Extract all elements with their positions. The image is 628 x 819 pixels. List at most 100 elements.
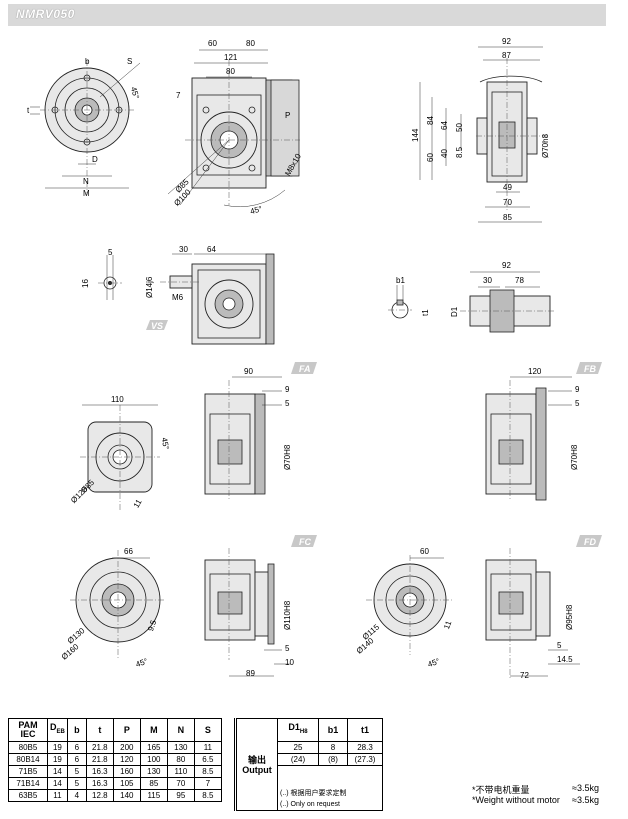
dim-text: 87 <box>502 51 511 60</box>
dim-text: Ø110H8 <box>283 600 292 630</box>
note-cn: (..) 根据用户要求定制 <box>277 788 383 799</box>
dim-text: 45° <box>160 437 171 450</box>
dim-text: 7 <box>176 91 181 100</box>
dim-text: 60 <box>208 39 217 48</box>
dim-text: 5 <box>285 399 290 408</box>
dim-text: 121 <box>224 53 238 62</box>
th-t: t <box>85 718 114 742</box>
note-en: (..) Only on request <box>277 799 383 811</box>
badge-fb <box>576 362 602 374</box>
dim-text: 72 <box>520 671 529 680</box>
dim-text: 90 <box>244 367 253 376</box>
dim-text: 45° <box>129 86 141 100</box>
badge-fa-label: FA <box>299 364 311 374</box>
dim-text: 11 <box>132 497 144 509</box>
vs-view: 30 64 Ø14j6 M6 VS <box>145 245 275 345</box>
fa-view: FA 110 45° Ø85 Ø125 11 90 9 5 Ø70H8 <box>69 362 317 510</box>
dim-text: Ø70H8 <box>570 444 579 470</box>
dim-text: 11 <box>442 619 453 630</box>
weight-note-en: *Weight without motor <box>472 795 560 805</box>
dim-text: t <box>27 106 30 115</box>
th-p: P <box>112 718 141 742</box>
th-b: b <box>66 718 87 742</box>
fc-view: FC 66 Ø130 Ø160 45° 9.5 Ø110H8 5 10 89 <box>60 535 317 678</box>
title-bar: NMRV050 <box>8 4 606 26</box>
dim-text: M6 <box>172 293 184 302</box>
table-row: (24)(8)(27.3) <box>236 753 383 766</box>
dim-text: 85 <box>503 213 512 222</box>
dim-text: 30 <box>483 276 492 285</box>
dim-text: 78 <box>515 276 524 285</box>
dim-text: 70 <box>503 198 512 207</box>
dim-text: P <box>285 111 290 120</box>
dim-text: 144 <box>411 128 420 142</box>
dim-text: Ø160 <box>60 642 81 662</box>
dim-text: D1 <box>450 306 459 317</box>
dim-text: 64 <box>207 245 216 254</box>
badge-fc-label: FC <box>299 537 311 547</box>
dim-text: 92 <box>502 37 511 46</box>
dim-text: 50 <box>455 123 464 132</box>
dim-text: 9 <box>285 385 290 394</box>
badge-fc <box>291 535 317 547</box>
dim-text: 8.5 <box>455 146 464 158</box>
dim-text: 66 <box>124 547 133 556</box>
dim-text: 60 <box>426 153 435 162</box>
badge-fd <box>576 535 602 547</box>
badge-vs-label: VS <box>151 321 163 331</box>
dim-text: 84 <box>426 116 435 125</box>
dim-text: 9 <box>575 385 580 394</box>
dim-text: Ø130 <box>66 626 87 646</box>
th-s: S <box>193 718 222 742</box>
fd-view: FD 60 Ø115 Ø140 45° 11 Ø95H8 5 14.5 72 <box>355 535 602 680</box>
dim-text: 10 <box>285 658 294 667</box>
th-deb: DEB <box>47 718 68 742</box>
dim-text: M <box>83 189 90 198</box>
th-t1: t1 <box>347 718 383 742</box>
dim-text: 5 <box>575 399 580 408</box>
dim-text: 92 <box>502 261 511 270</box>
dim-text: 64 <box>440 121 449 130</box>
dim-text: 5 <box>108 248 113 257</box>
dim-text: 14.5 <box>557 655 573 664</box>
dim-text: 60 <box>420 547 429 556</box>
badge-fb-label: FB <box>584 364 596 374</box>
key-detail: 5 16 <box>81 248 122 300</box>
dim-text: 89 <box>246 669 255 678</box>
dim-text: b <box>85 57 90 66</box>
badge-fd-label: FD <box>584 537 596 547</box>
dim-text: Ø70H8 <box>283 444 292 470</box>
th-d1: D1H8 <box>277 718 319 742</box>
th-b1: b1 <box>318 718 348 742</box>
dim-text: 16 <box>81 279 90 288</box>
dim-text: 120 <box>528 367 542 376</box>
badge-fa <box>291 362 317 374</box>
dim-text: 45° <box>249 204 263 216</box>
th-n: N <box>166 718 195 742</box>
dim-text: 49 <box>503 183 512 192</box>
gearbox-front-view: 60 80 121 80 7 P Ø85 Ø100 M8x10 45° <box>167 39 303 216</box>
dim-text: 80 <box>226 67 235 76</box>
dim-text: Ø14j6 <box>145 276 154 298</box>
page-title: NMRV050 <box>16 7 75 21</box>
dim-text: Ø140 <box>355 636 376 656</box>
weight-value-en: ≈3.5kg <box>572 795 599 805</box>
fb-view: FB 120 9 5 Ø70H8 <box>485 362 602 501</box>
dim-text: 80 <box>246 39 255 48</box>
dim-text: 110 <box>111 395 124 404</box>
dim-text: 45° <box>427 657 441 670</box>
flange-front-view: M N D S t b 45° <box>27 57 141 198</box>
dim-text: 40 <box>440 149 449 158</box>
dim-text: D <box>92 155 98 164</box>
